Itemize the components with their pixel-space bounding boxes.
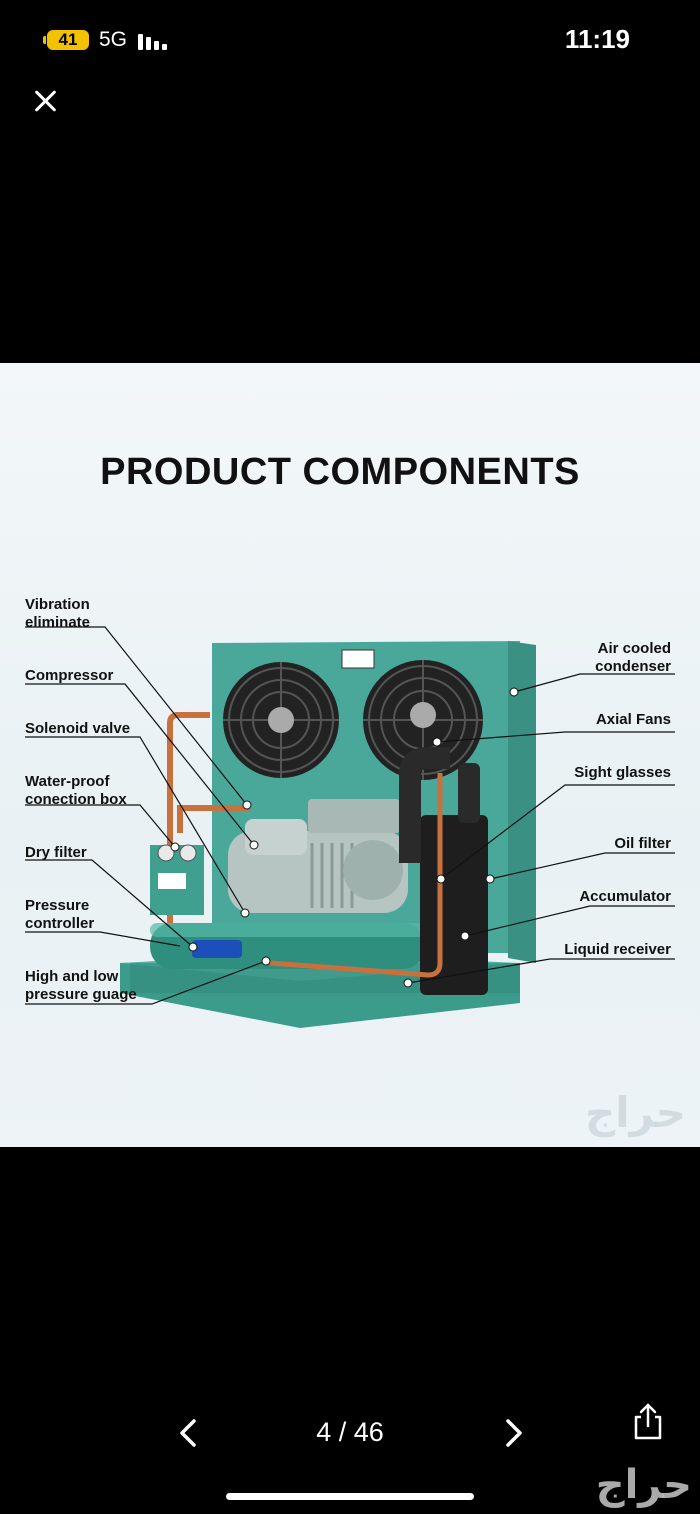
viewer-controls: 4 / 46 حراج bbox=[0, 1400, 700, 1514]
battery-icon: 41 bbox=[43, 30, 89, 50]
label-solenoid-valve: Solenoid valve bbox=[25, 720, 131, 737]
label-compressor: Compressor bbox=[25, 667, 114, 684]
chevron-right-icon[interactable] bbox=[496, 1416, 530, 1450]
share-icon[interactable] bbox=[628, 1402, 668, 1442]
condensing-unit-illustration bbox=[25, 626, 675, 1028]
label-pressure-guage: High and low pressure guage bbox=[25, 968, 137, 1003]
label-dry-filter: Dry filter bbox=[25, 844, 87, 861]
label-pressure-controller: Pressure controller bbox=[25, 897, 95, 932]
label-vibration-eliminate: Vibration eliminate bbox=[25, 596, 91, 631]
product-photo[interactable]: PRODUCT COMPONENTS bbox=[0, 363, 700, 1147]
close-icon[interactable] bbox=[30, 86, 60, 116]
signal-strength-icon bbox=[138, 31, 172, 50]
label-oil-filter: Oil filter bbox=[614, 835, 671, 852]
label-water-proof-box: Water-proof conection box bbox=[25, 773, 127, 808]
app-logo: حراج bbox=[595, 1462, 692, 1508]
label-accumulator: Accumulator bbox=[579, 888, 671, 905]
home-indicator[interactable] bbox=[226, 1493, 474, 1500]
image-counter: 4 / 46 bbox=[316, 1417, 384, 1447]
status-time: 11:19 bbox=[564, 24, 630, 54]
chevron-left-icon[interactable] bbox=[172, 1416, 206, 1450]
network-type: 5G bbox=[99, 28, 128, 51]
label-axial-fans: Axial Fans bbox=[595, 711, 671, 728]
label-liquid-receiver: Liquid receiver bbox=[564, 941, 671, 958]
watermark-logo: حراج bbox=[584, 1088, 686, 1137]
photo-title: PRODUCT COMPONENTS bbox=[100, 451, 580, 493]
status-bar: 41 5G 11:19 bbox=[0, 0, 700, 80]
label-air-cooled-condenser: Air cooled condenser bbox=[595, 640, 671, 675]
label-sight-glasses: Sight glasses bbox=[574, 764, 671, 781]
